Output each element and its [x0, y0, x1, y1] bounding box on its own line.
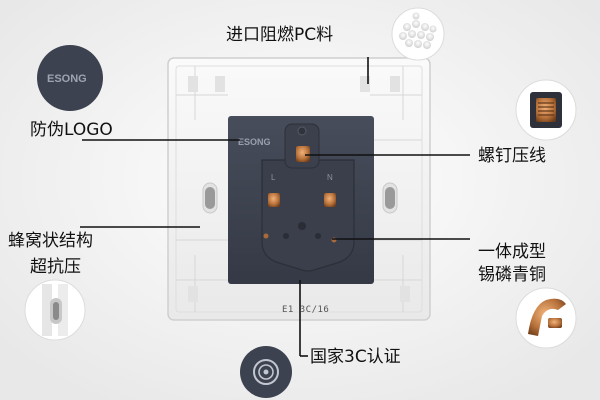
callout-cert: 国家3C认证	[310, 347, 401, 367]
socket-body: L N ESONG	[228, 116, 374, 284]
socket-brand-logo: ESONG	[238, 137, 271, 147]
honeycomb-image	[24, 279, 86, 341]
callout-honeycomb-line1: 蜂窝状结构	[8, 231, 93, 251]
socket-label-n: N	[327, 173, 333, 182]
copper-terminal-left	[268, 193, 280, 207]
model-number: E1 3C/16	[282, 305, 330, 315]
callout-lines	[80, 57, 470, 357]
callout-honeycomb-line2: 超抗压	[30, 257, 81, 277]
3c-cert-image	[240, 346, 292, 398]
socket-label-l: L	[271, 173, 276, 182]
callout-material: 进口阻燃PC料	[226, 25, 334, 45]
screw-terminal-image	[515, 79, 577, 141]
copper-part-image	[515, 287, 577, 349]
copper-terminal-top	[296, 146, 310, 162]
logo-image: ESONG	[37, 45, 103, 111]
logo-brand-text: ESONG	[47, 73, 87, 85]
callout-copper-line2: 锡磷青铜	[478, 265, 546, 285]
pc-pellets-image	[391, 7, 445, 61]
callout-logo: 防伪LOGO	[30, 120, 113, 140]
copper-terminal-right	[324, 193, 336, 207]
callout-screw: 螺钉压线	[478, 146, 546, 166]
callout-copper-line1: 一体成型	[478, 242, 546, 262]
